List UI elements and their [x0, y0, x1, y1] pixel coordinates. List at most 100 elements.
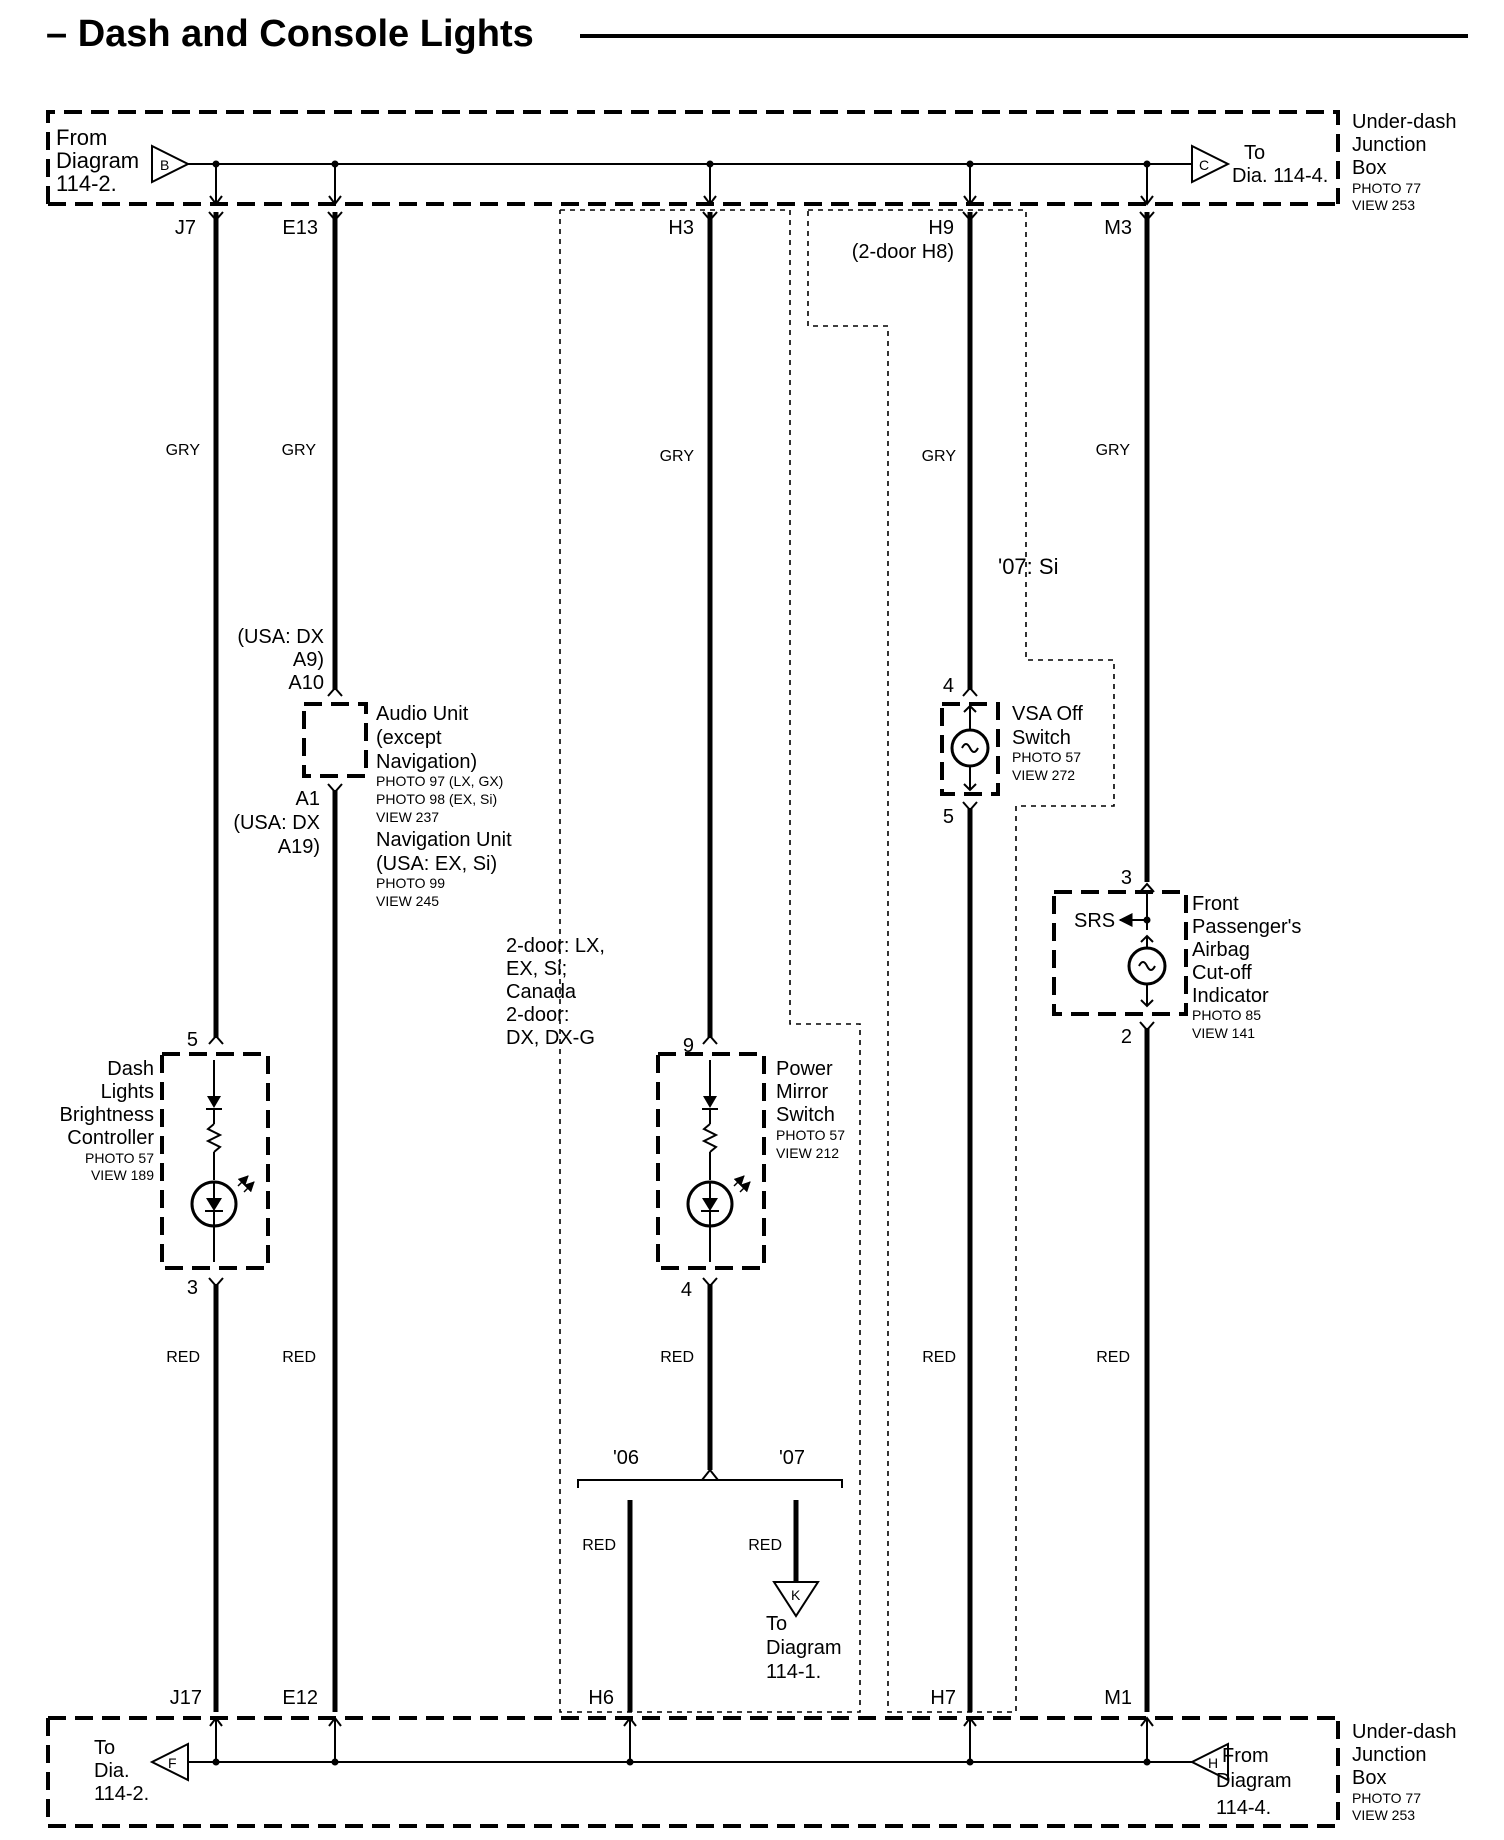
wire-color-red-07: RED — [748, 1537, 782, 1554]
bottom-box-view: VIEW 253 — [1352, 1807, 1415, 1823]
to-diagram-k-3: 114-1. — [766, 1661, 821, 1683]
option-note-3: Canada — [506, 981, 577, 1003]
dash-lights-photo: PHOTO 57 — [85, 1150, 154, 1166]
airbag-label-2: Passenger's — [1192, 916, 1301, 938]
wire-color-red-06: RED — [582, 1537, 616, 1554]
pin-a10-note-1: (USA: DX — [237, 626, 324, 648]
bottom-box-photo: PHOTO 77 — [1352, 1790, 1421, 1806]
pin-5-vsa: 5 — [943, 806, 954, 828]
option-note-2: EX, Si; — [506, 958, 567, 980]
top-box-label-1: Under-dash — [1352, 111, 1457, 133]
connector-c-icon — [1191, 144, 1231, 184]
bottom-junction-box: F H To Dia. 114-2. From Diagram 114-4. U… — [46, 1716, 1457, 1828]
pin-3-airbag: 3 — [1121, 867, 1132, 889]
mirror-label-3: Switch — [776, 1104, 835, 1126]
pin-m1: M1 — [1104, 1687, 1132, 1709]
bottom-box-label-3: Box — [1352, 1767, 1386, 1789]
circuit-audio-unit: E13 GRY (USA: DX A9) A10 A1 (USA: DX A19… — [233, 211, 512, 1712]
to-dia-label-1: To — [1244, 142, 1265, 164]
wire-color-gry-4: GRY — [922, 448, 957, 465]
pin-j17: J17 — [170, 1687, 202, 1709]
airbag-label-3: Airbag — [1192, 939, 1250, 961]
option-note-1: 2-door: LX, — [506, 935, 605, 957]
pin-a1-note-2: A19) — [278, 836, 320, 858]
connector-f-icon — [149, 1742, 189, 1782]
wire-color-red-2: RED — [282, 1349, 316, 1366]
top-box-view: VIEW 253 — [1352, 197, 1415, 213]
circuit-vsa-off: H9 (2-door H8) GRY '07: Si 4 5 VSA Off S… — [852, 211, 1083, 1712]
pin-2-airbag: 2 — [1121, 1026, 1132, 1048]
to-dia-bottom-2: Dia. — [94, 1760, 130, 1782]
vsa-label-2: Switch — [1012, 727, 1071, 749]
pin-4-vsa: 4 — [943, 675, 954, 697]
top-box-label-3: Box — [1352, 157, 1386, 179]
to-dia-bottom-3: 114-2. — [94, 1783, 149, 1805]
mirror-photo: PHOTO 57 — [776, 1127, 845, 1143]
option-note-07-si: '07: Si — [998, 554, 1058, 579]
dash-lights-label-3: Brightness — [60, 1104, 155, 1126]
wire-color-red-4: RED — [922, 1349, 956, 1366]
connector-k-label: K — [791, 1587, 801, 1603]
wire-color-gry-1: GRY — [166, 442, 201, 459]
audio-unit-label-2: (except — [376, 727, 442, 749]
wire-color-red-3: RED — [660, 1349, 694, 1366]
split-label-06: '06 — [613, 1447, 639, 1469]
dash-lights-label-2: Lights — [101, 1081, 154, 1103]
connector-f-label: F — [168, 1755, 177, 1771]
airbag-label-4: Cut-off — [1192, 962, 1252, 984]
nav-unit-label-1: Navigation Unit — [376, 829, 512, 851]
top-junction-box: B C From Diagram 114-2. To Dia. 114-4. — [46, 110, 1457, 213]
pin-4-mirror: 4 — [681, 1279, 692, 1301]
pin-9-mirror: 9 — [683, 1035, 694, 1057]
wire-color-gry-2: GRY — [282, 442, 317, 459]
pin-5-dash: 5 — [187, 1029, 198, 1051]
vsa-switch-box — [940, 702, 1000, 796]
from-diagram-bottom-2: Diagram — [1216, 1770, 1292, 1792]
to-dia-bottom-1: To — [94, 1737, 115, 1759]
top-box-photo: PHOTO 77 — [1352, 180, 1421, 196]
dash-lights-view: VIEW 189 — [91, 1167, 154, 1183]
from-diagram-label-1: From — [56, 125, 107, 150]
split-label-07: '07 — [779, 1447, 805, 1469]
pin-h6: H6 — [588, 1687, 614, 1709]
option-region-vsa — [807, 209, 1115, 1713]
circuit-power-mirror: H3 GRY 2-door: LX, EX, Si; Canada 2-door… — [506, 211, 845, 1712]
connector-b-icon — [151, 144, 191, 184]
pin-j7: J7 — [175, 217, 196, 239]
mirror-label-2: Mirror — [776, 1081, 829, 1103]
pin-a1: A1 — [296, 788, 320, 810]
connector-c-label: C — [1199, 157, 1209, 173]
vsa-photo: PHOTO 57 — [1012, 749, 1081, 765]
mirror-label-1: Power — [776, 1058, 833, 1080]
airbag-label-1: Front — [1192, 893, 1239, 915]
wire-color-red-1: RED — [166, 1349, 200, 1366]
vsa-view: VIEW 272 — [1012, 767, 1075, 783]
wire-color-gry-3: GRY — [660, 448, 695, 465]
bottom-box-label-1: Under-dash — [1352, 1721, 1457, 1743]
from-diagram-bottom-1: From — [1222, 1745, 1269, 1767]
audio-unit-photo-2: PHOTO 98 (EX, Si) — [376, 791, 497, 807]
wire-color-red-5: RED — [1096, 1349, 1130, 1366]
connector-k-icon — [772, 1581, 820, 1618]
nav-unit-photo: PHOTO 99 — [376, 875, 445, 891]
to-diagram-k-2: Diagram — [766, 1637, 842, 1659]
airbag-indicator-box — [1052, 890, 1188, 1016]
page-title: – Dash and Console Lights — [46, 13, 534, 55]
pin-h9-note: (2-door H8) — [852, 241, 954, 263]
audio-unit-label-1: Audio Unit — [376, 703, 469, 725]
from-diagram-label-3: 114-2. — [56, 171, 117, 196]
bottom-box-label-2: Junction — [1352, 1744, 1427, 1766]
dash-lights-label-4: Controller — [67, 1127, 154, 1149]
to-diagram-k-1: To — [766, 1613, 787, 1635]
pin-3-dash: 3 — [187, 1277, 198, 1299]
dash-lights-label-1: Dash — [107, 1058, 154, 1080]
from-diagram-bottom-3: 114-4. — [1216, 1797, 1271, 1819]
vsa-label-1: VSA Off — [1012, 703, 1083, 725]
audio-unit-label-3: Navigation) — [376, 751, 477, 773]
circuit-dash-lights: J7 GRY 5 Dash Lights Brightness Controll… — [60, 211, 270, 1712]
pin-h3: H3 — [668, 217, 694, 239]
top-box-label-2: Junction — [1352, 134, 1427, 156]
audio-unit-view: VIEW 237 — [376, 809, 439, 825]
pin-e13: E13 — [282, 217, 318, 239]
